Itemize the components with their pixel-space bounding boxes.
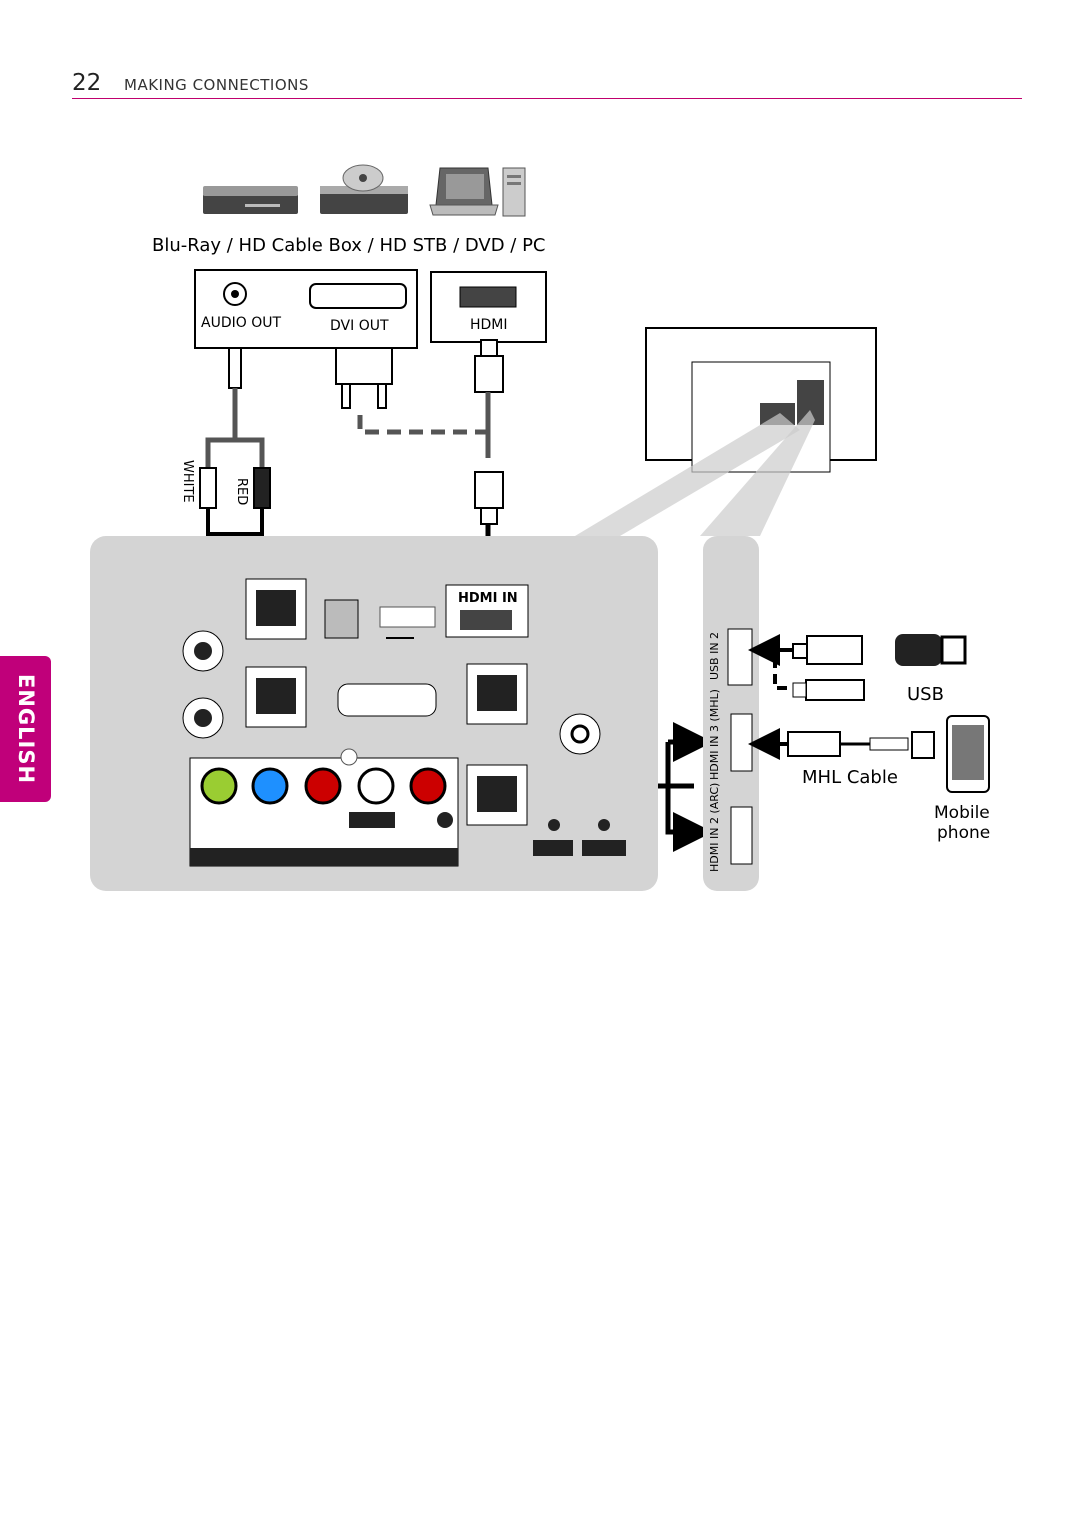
red-label: RED xyxy=(234,478,249,505)
hdmi-label: HDMI xyxy=(470,317,508,333)
mobile-phone-label-line2: phone xyxy=(937,823,990,843)
source-hdmi-box: HDMI xyxy=(430,271,547,343)
hdmi-port-icon xyxy=(459,286,517,308)
page-header: 22 MAKING CONNECTIONS xyxy=(72,68,1022,99)
dvi-hdmi-cable xyxy=(335,347,488,435)
tv-thumbnail xyxy=(575,327,877,536)
bluray-player-icon xyxy=(203,186,298,214)
page-number: 22 xyxy=(72,70,102,96)
usb-label: USB xyxy=(907,684,944,705)
usb-flash-drive xyxy=(748,634,865,701)
dvi-out-label: DVI OUT xyxy=(330,318,389,334)
section-title: MAKING CONNECTIONS xyxy=(124,76,309,94)
dvd-player-icon xyxy=(320,164,408,214)
source-port-box: AUDIO OUT DVI OUT xyxy=(194,269,418,349)
mobile-phone-icon xyxy=(946,715,990,793)
mhl-cable-label: MHL Cable xyxy=(802,767,898,788)
rs232-port-icon xyxy=(337,683,437,717)
audio-out-label: AUDIO OUT xyxy=(201,315,281,331)
tv-side-panel: USB IN 2 HDMI IN 3 (MHL) HDMI IN 2 (ARC) xyxy=(703,536,759,891)
hdmi-in-label: HDMI IN xyxy=(458,591,518,606)
usb-storage-icon xyxy=(895,634,967,666)
dvi-port-icon xyxy=(309,283,407,309)
hdmi-in-2-label: HDMI IN 2 (ARC) xyxy=(708,783,721,872)
devices-caption: Blu-Ray / HD Cable Box / HD STB / DVD / … xyxy=(152,235,546,256)
mobile-phone-label-line1: Mobile xyxy=(934,803,990,823)
mhl-cable xyxy=(748,728,935,760)
tv-rear-panel: HDMI IN xyxy=(90,536,658,891)
hdmi-in-3-label: HDMI IN 3 (MHL) xyxy=(708,689,721,780)
white-label: WHITE xyxy=(180,460,195,503)
pc-tower-icon xyxy=(502,167,526,217)
usb-in-2-label: USB IN 2 xyxy=(708,632,721,680)
language-tab: ENGLISH xyxy=(0,656,51,802)
laptop-icon xyxy=(429,167,499,216)
